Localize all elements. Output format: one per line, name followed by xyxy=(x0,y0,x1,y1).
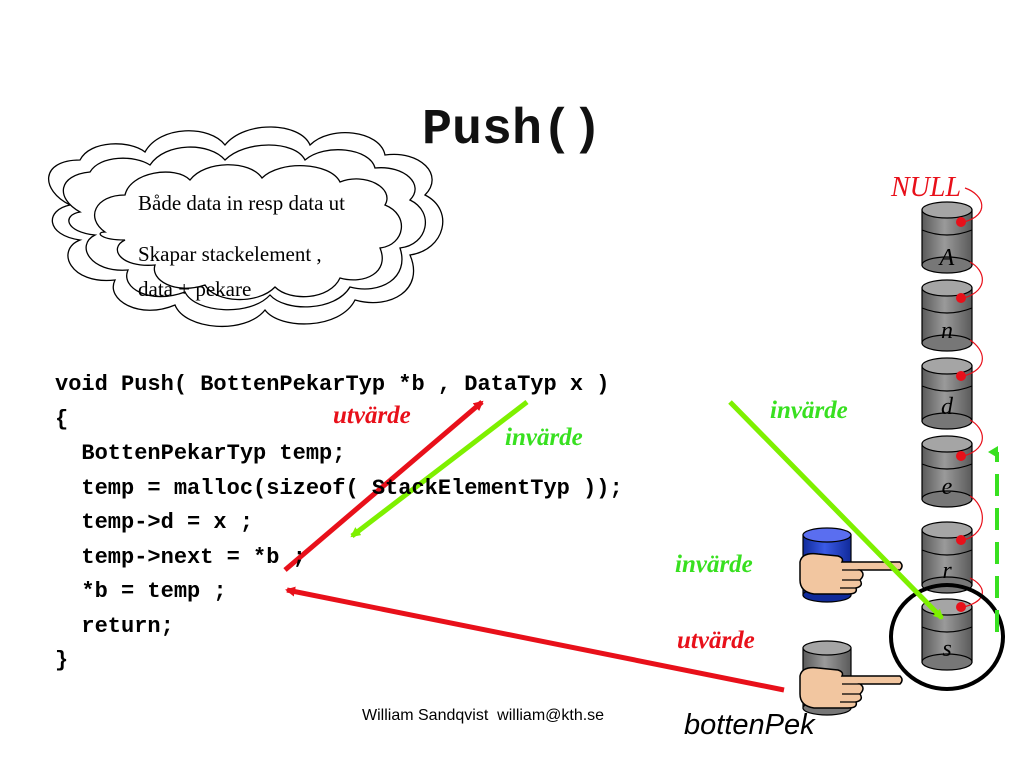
stack-letter: e xyxy=(941,474,953,500)
stack-letter: r xyxy=(942,558,952,584)
green-arrow-to-stack xyxy=(728,400,944,620)
highlight-circle xyxy=(889,583,1005,691)
stack-links xyxy=(956,187,983,612)
cloud-line-1: Både data in resp data ut xyxy=(138,191,346,215)
label-utvarde-top: utvärde xyxy=(333,402,411,429)
stack-letter: A xyxy=(939,245,955,271)
botten-pek-label: bottenPek xyxy=(684,709,815,741)
label-invarde-hand: invärde xyxy=(675,551,753,578)
code-line: temp->next = *b ; xyxy=(55,544,306,570)
cloud-line-2: Skapar stackelement , xyxy=(138,242,322,266)
hand-pointer-icon xyxy=(799,666,903,709)
code-line: *b = temp ; xyxy=(55,579,227,604)
footer-author: William Sandqvist william@kth.se xyxy=(362,707,605,724)
code-line: return; xyxy=(55,613,174,639)
label-invarde-mid: invärde xyxy=(505,424,583,451)
cloud-line-3: data + pekare xyxy=(138,277,252,301)
cylinder-icon xyxy=(921,435,973,508)
stack-letter: d xyxy=(941,394,953,420)
code-line: temp = malloc(sizeof( StackElementTyp ))… xyxy=(55,475,623,501)
red-arrow-out-b xyxy=(283,400,484,572)
code-line: BottenPekarTyp temp; xyxy=(55,441,346,466)
hand-pointer-icon xyxy=(799,552,903,595)
stack-cylinders xyxy=(921,201,973,671)
stack-letter: n xyxy=(941,318,953,344)
label-utvarde-bottom: utvärde xyxy=(677,627,755,654)
null-label: NULL xyxy=(891,172,962,203)
code-line: { xyxy=(55,406,69,432)
code-block: void Push( BottenPekarTyp *b , DataTyp x… xyxy=(55,368,623,679)
stack-letter: s xyxy=(942,636,952,662)
red-arrow-from-pointer xyxy=(285,586,785,693)
thought-cloud xyxy=(47,126,444,328)
code-line: } xyxy=(55,648,69,673)
code-line: void Push( BottenPekarTyp *b , DataTyp x… xyxy=(55,372,610,397)
slide-title: Push() xyxy=(421,102,603,159)
code-line: temp->d = x ; xyxy=(55,510,254,535)
label-invarde-right: invärde xyxy=(770,397,848,424)
green-arrow-in-b xyxy=(350,400,529,538)
